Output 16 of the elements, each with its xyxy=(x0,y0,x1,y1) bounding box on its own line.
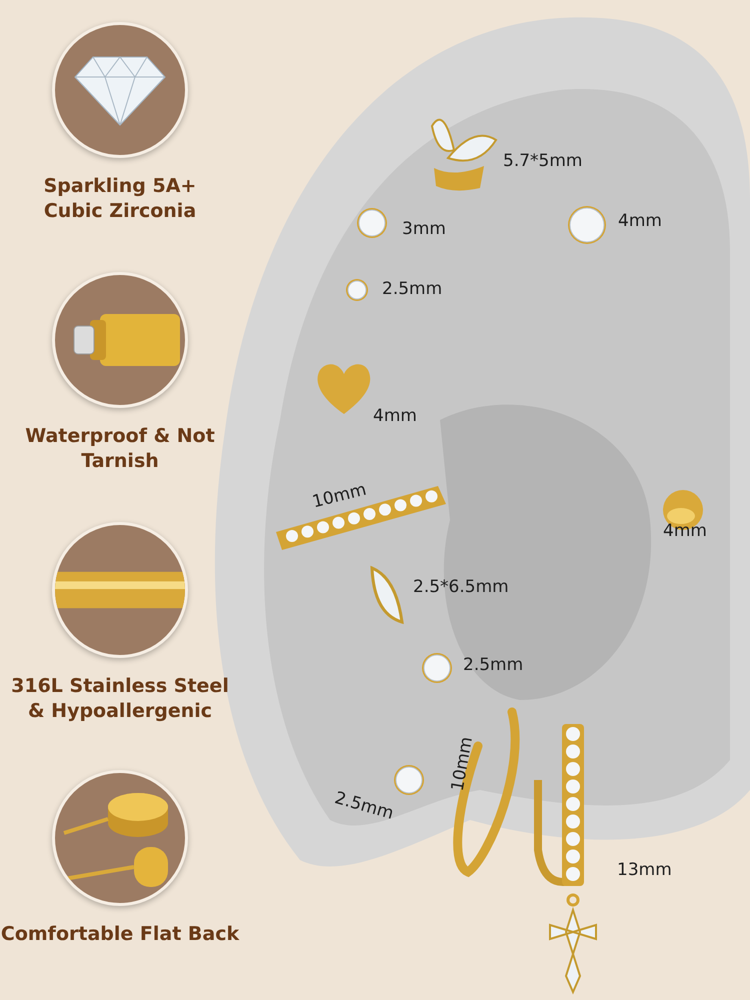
size-label: 2.5*6.5mm xyxy=(413,577,509,597)
size-label: 3mm xyxy=(402,219,446,239)
feature-caption: Comfortable Flat Back xyxy=(0,922,240,947)
size-label: 5.7*5mm xyxy=(503,151,582,171)
feature-caption: Sparkling 5A+ Cubic Zirconia xyxy=(42,174,198,224)
size-label: 2.5mm xyxy=(382,279,442,299)
feature-caption: 316L Stainless Steel & Hypoallergenic xyxy=(10,674,230,724)
size-label: 10mm xyxy=(448,735,477,793)
size-label: 10mm xyxy=(310,480,368,512)
size-label: 4mm xyxy=(618,211,662,231)
size-label: 2.5mm xyxy=(332,788,396,824)
size-label: 2.5mm xyxy=(463,655,524,675)
feature-caption: Waterproof & Not Tarnish xyxy=(25,424,215,474)
size-label: 13mm xyxy=(617,860,672,880)
size-label: 4mm xyxy=(663,521,707,541)
size-label: 4mm xyxy=(373,406,417,426)
